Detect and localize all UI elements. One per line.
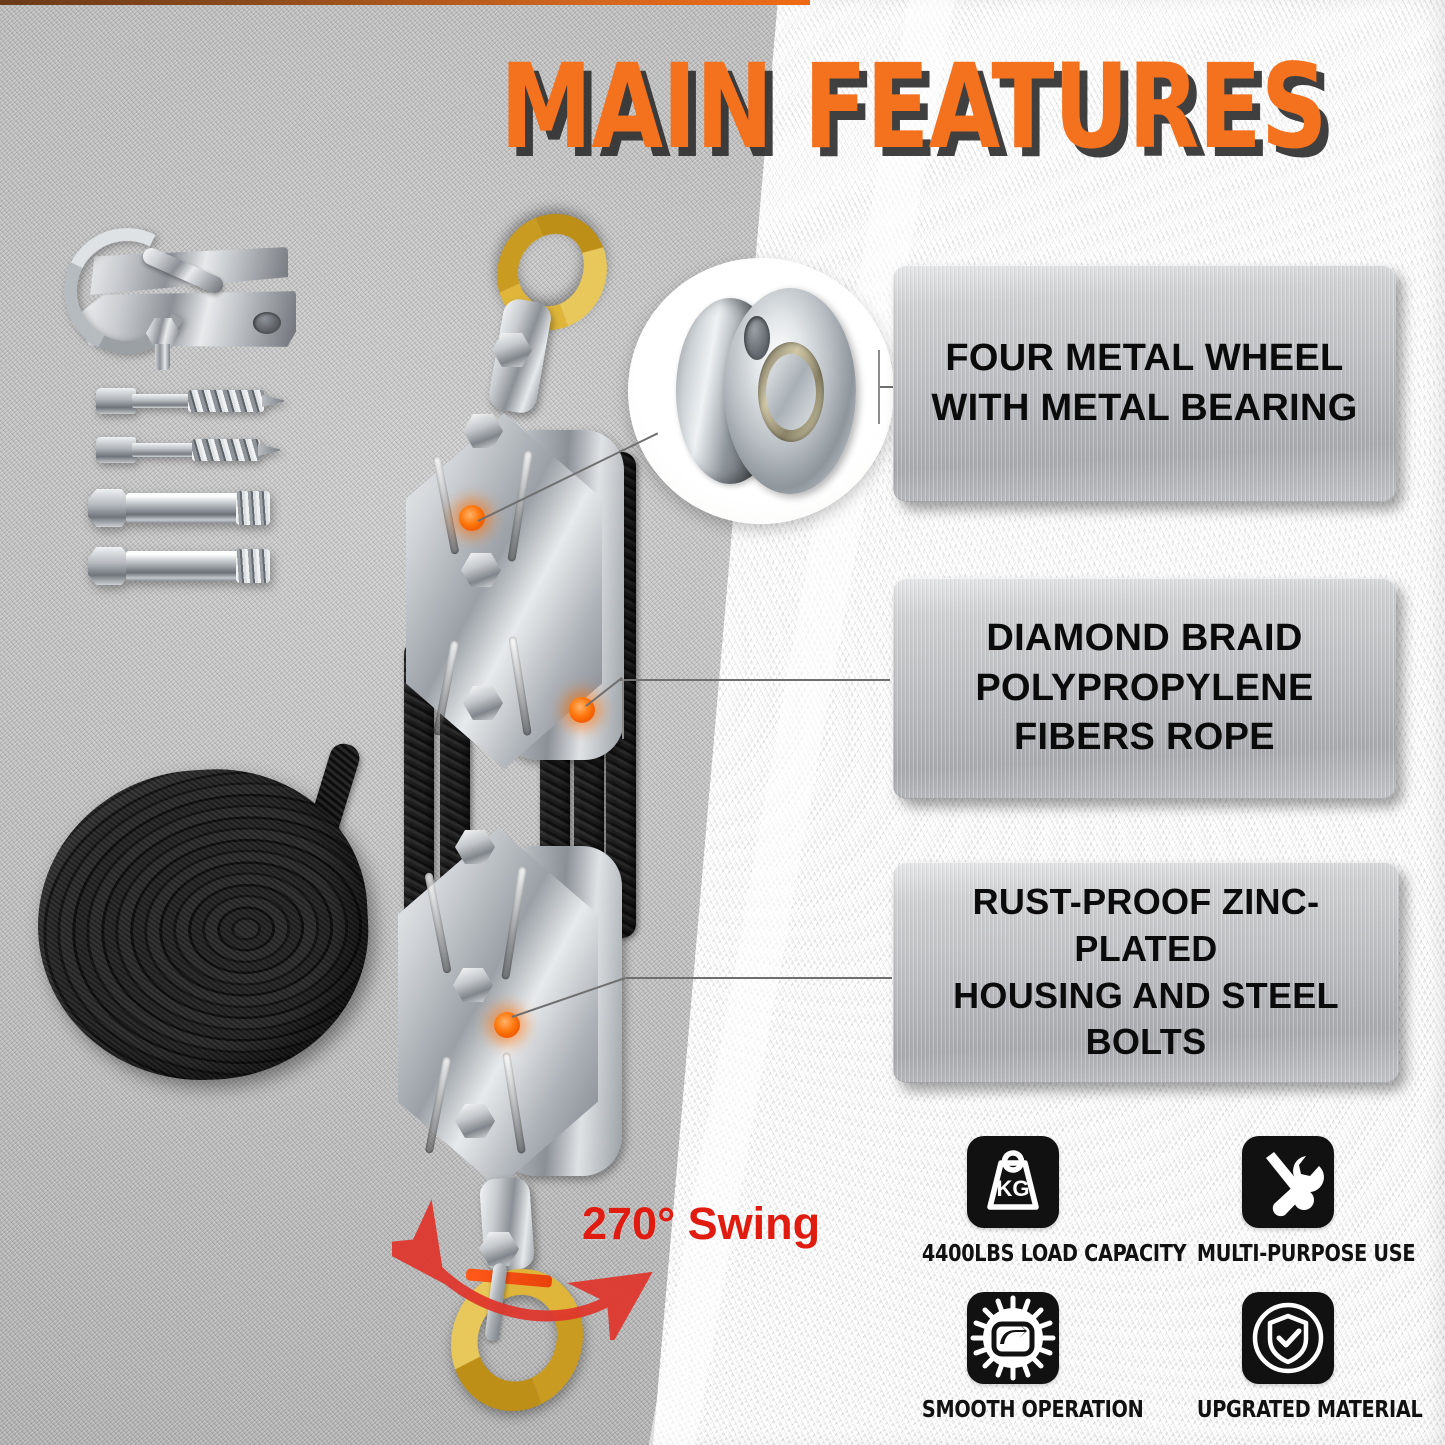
screw-tip — [262, 395, 284, 407]
bracket-stud — [155, 344, 170, 370]
swing-arrow-icon — [392, 1199, 653, 1340]
badge-label: UPGRATED MATERIAL — [1196, 1397, 1423, 1423]
bearing-outer-race — [758, 342, 824, 442]
leader-elbow-vertical — [622, 679, 624, 739]
leader-line-circle-to-plate — [880, 386, 896, 388]
leader-elbow-vertical — [878, 350, 880, 424]
feature-plate-four-metal-wheel[interactable]: FOUR METAL WHEEL WITH METAL BEARING — [893, 265, 1396, 502]
leader-line-rope-to-plate — [620, 679, 890, 681]
leader-line-housing-to-plate — [626, 977, 892, 979]
badge-upgraded-material: UPGRATED MATERIAL — [1190, 1292, 1423, 1423]
block-bolt-bottom — [463, 686, 503, 720]
wrench-screwdriver-icon — [1242, 1136, 1334, 1228]
bearing-bore — [744, 316, 770, 360]
badge-label: SMOOTH OPERATION — [921, 1397, 1144, 1423]
anchor-head — [88, 489, 130, 527]
anchor-sleeve — [236, 549, 270, 583]
expansion-anchor-1 — [88, 487, 286, 529]
bracket-nut — [146, 318, 180, 348]
top-orange-accent-bar — [0, 0, 810, 5]
badge-load-capacity: KG 4400LBS LOAD CAPACITY — [915, 1136, 1187, 1267]
svg-text:KG: KG — [997, 1176, 1030, 1201]
screw-thread — [192, 439, 260, 461]
badge-smooth-operation: SMOOTH OPERATION — [915, 1292, 1144, 1423]
badge-label: MULTI-PURPOSE USE — [1196, 1241, 1416, 1267]
screw-head — [96, 437, 136, 463]
shield-check-icon — [1242, 1292, 1334, 1384]
block-bolt-mid — [461, 553, 501, 587]
feature-plate-diamond-braid-rope[interactable]: DIAMOND BRAID POLYPROPYLENE FIBERS ROPE — [893, 578, 1396, 799]
bracket-mounting-hole — [253, 312, 281, 334]
wheel-detail-circle — [628, 258, 894, 524]
anchor-body — [126, 551, 246, 581]
anchor-body — [126, 493, 246, 523]
badge-multi-purpose: MULTI-PURPOSE USE — [1190, 1136, 1416, 1267]
feature-plate-text: FOUR METAL WHEEL WITH METAL BEARING — [931, 337, 1358, 429]
screw-shank — [132, 443, 194, 457]
block-bolt-top — [455, 830, 495, 864]
screw-head — [96, 388, 136, 414]
expansion-anchor-2 — [88, 545, 286, 587]
swing-label: 270° Swing — [582, 1198, 821, 1249]
screw-tip — [258, 444, 280, 456]
bearing-inner-race — [766, 354, 816, 430]
screw-thread — [188, 390, 264, 412]
screw-shank — [132, 394, 190, 408]
lag-screw-1 — [96, 388, 284, 414]
sheave-face — [724, 288, 856, 494]
anchor-head — [88, 547, 130, 585]
block-bolt-mid — [453, 968, 493, 1002]
feature-plate-rust-proof-housing[interactable]: RUST-PROOF ZINC-PLATED HOUSING AND STEEL… — [893, 862, 1399, 1083]
feature-plate-text: DIAMOND BRAID POLYPROPYLENE FIBERS ROPE — [975, 617, 1314, 759]
page-title: MAIN FEATURES — [500, 38, 1328, 175]
kg-weight-icon: KG — [967, 1136, 1059, 1228]
feature-plate-text: RUST-PROOF ZINC-PLATED HOUSING AND STEEL… — [953, 880, 1339, 1063]
lag-screw-2 — [96, 437, 280, 463]
badge-label: 4400LBS LOAD CAPACITY — [921, 1241, 1187, 1267]
anchor-sleeve — [236, 491, 270, 525]
gear-rotation-icon — [967, 1292, 1059, 1384]
